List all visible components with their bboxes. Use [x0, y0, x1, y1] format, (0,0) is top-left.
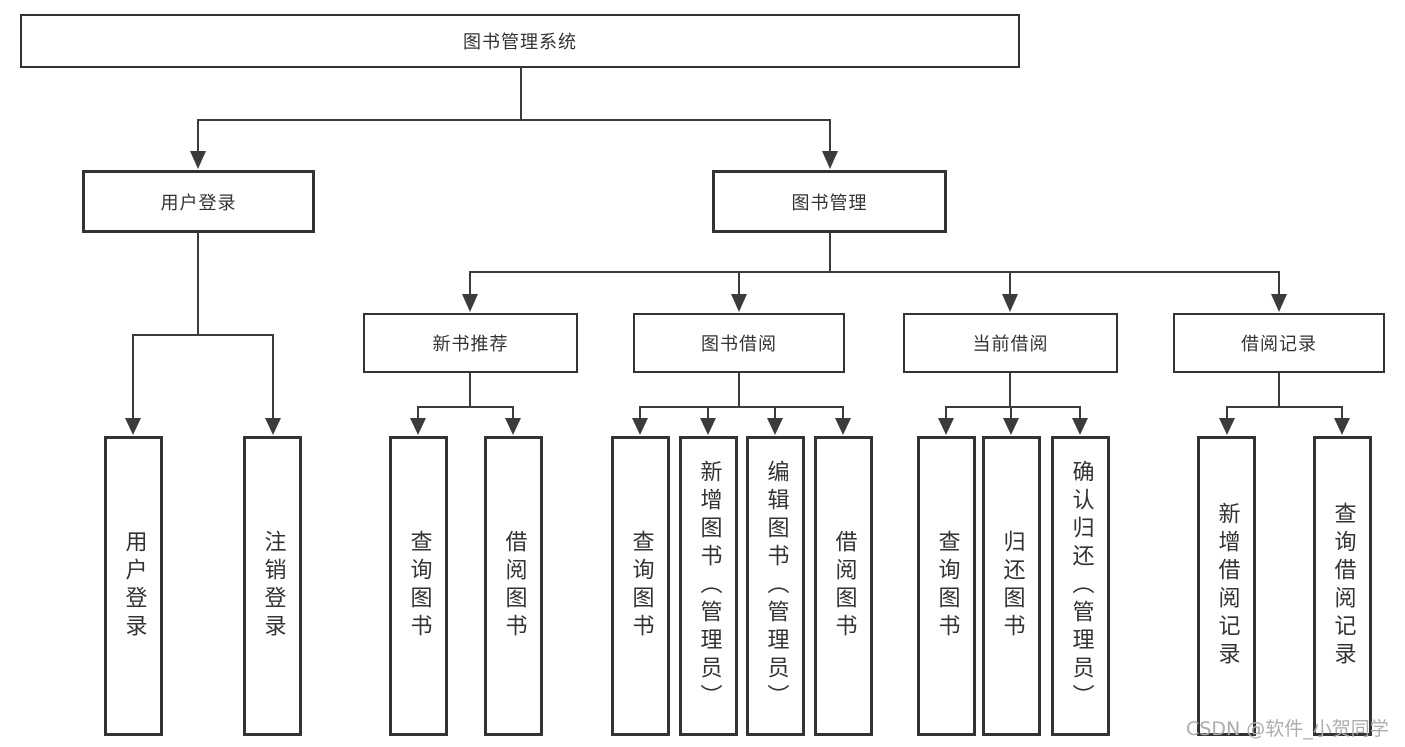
leaf-user-login: 用户登录: [104, 436, 163, 736]
leaf-add-borrow-record: 新增借阅记录: [1197, 436, 1256, 736]
leaf-label: 用户登录: [121, 530, 147, 642]
node-label: 图书借阅: [701, 334, 777, 355]
node-borrowing-records: 借阅记录: [1173, 313, 1385, 373]
leaf-label: 新增图书（管理员）: [696, 460, 722, 712]
node-label: 用户登录: [160, 192, 237, 214]
leaf-logout: 注销登录: [243, 436, 302, 736]
leaf-label: 借阅图书: [831, 530, 857, 642]
leaf-add-books-admin: 新增图书（管理员）: [679, 436, 738, 736]
leaf-confirm-return-admin: 确认归还（管理员）: [1051, 436, 1110, 736]
leaf-query-books-borrow: 查询图书: [611, 436, 670, 736]
leaf-borrow-books-recommend: 借阅图书: [484, 436, 543, 736]
leaf-borrow-books: 借阅图书: [814, 436, 873, 736]
leaf-label: 确认归还（管理员）: [1068, 460, 1094, 712]
node-new-book-recommend: 新书推荐: [363, 313, 578, 373]
leaf-label: 归还图书: [999, 530, 1025, 642]
node-label: 图书管理系统: [463, 32, 577, 53]
leaf-label: 注销登录: [260, 530, 286, 642]
node-book-management: 图书管理: [712, 170, 947, 233]
leaf-label: 借阅图书: [501, 530, 527, 642]
node-label: 新书推荐: [432, 334, 509, 355]
leaf-label: 新增借阅记录: [1214, 502, 1240, 670]
node-current-borrowing: 当前借阅: [903, 313, 1118, 373]
leaf-label: 查询图书: [628, 530, 654, 642]
leaf-label: 查询图书: [406, 530, 432, 642]
node-user-login: 用户登录: [82, 170, 315, 233]
leaf-label: 编辑图书（管理员）: [763, 460, 789, 712]
node-label: 当前借阅: [972, 334, 1049, 355]
leaf-query-books-current: 查询图书: [917, 436, 976, 736]
leaf-query-borrow-record: 查询借阅记录: [1313, 436, 1372, 736]
leaf-label: 查询图书: [934, 530, 960, 642]
leaf-edit-books-admin: 编辑图书（管理员）: [746, 436, 805, 736]
leaf-query-books-recommend: 查询图书: [389, 436, 448, 736]
node-label: 借阅记录: [1241, 334, 1317, 355]
leaf-return-books: 归还图书: [982, 436, 1041, 736]
node-book-borrowing: 图书借阅: [633, 313, 845, 373]
leaf-label: 查询借阅记录: [1330, 502, 1356, 670]
node-library-management-system: 图书管理系统: [20, 14, 1020, 68]
node-label: 图书管理: [791, 192, 868, 214]
csdn-watermark: CSDN @软件_小贺同学: [1186, 718, 1389, 740]
